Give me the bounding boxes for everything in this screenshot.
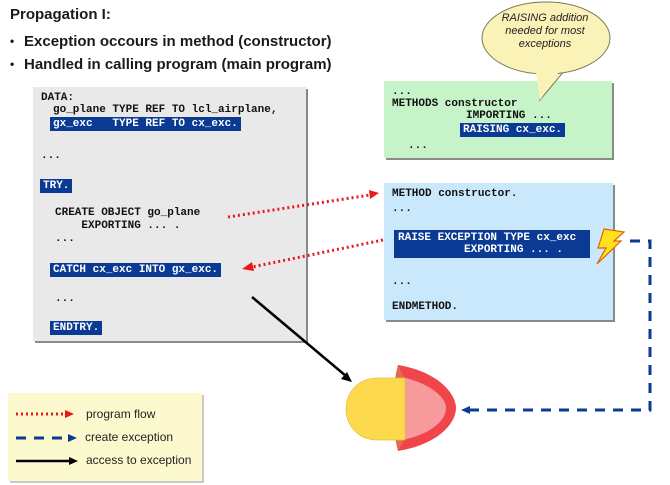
code-line-ellipsis: ... xyxy=(392,203,412,215)
bullet-text: Exception occours in method (constructor… xyxy=(24,33,332,50)
program-flow-arrow-call xyxy=(227,190,379,219)
code-line-ellipsis: ... xyxy=(55,293,75,305)
bullet-item: • Handled in calling program (main progra… xyxy=(8,53,332,76)
code-line-raise-exception: RAISE EXCEPTION TYPE cx_exc xyxy=(398,232,577,244)
callout-bubble xyxy=(481,1,611,102)
exception-object-icon xyxy=(345,365,456,451)
legend-label-program-flow: program flow xyxy=(86,407,156,421)
legend-access-exception-symbol xyxy=(16,457,78,465)
legend-symbols xyxy=(16,410,78,465)
code-line-try: TRY. xyxy=(40,179,73,193)
code-line-catch: CATCH cx_exc INTO gx_exc. xyxy=(50,263,222,277)
method-definition-code-box: ... METHODS constructor IMPORTING ... RA… xyxy=(384,81,612,158)
bullet-icon: • xyxy=(10,57,15,71)
code-line-create-object: CREATE OBJECT go_plane xyxy=(55,207,201,219)
callout-text: RAISING addition needed for most excepti… xyxy=(480,12,610,51)
legend-label-access-exception: access to exception xyxy=(86,453,192,467)
bullet-item: • Exception occours in method (constructo… xyxy=(8,30,332,53)
code-line-ellipsis: ... xyxy=(55,233,75,245)
code-line-ellipsis: ... xyxy=(41,150,61,162)
legend: program flow create exception access to … xyxy=(8,393,202,481)
callout-line: RAISING addition xyxy=(501,12,589,24)
code-line-gx-exc: gx_exc TYPE REF TO cx_exc. xyxy=(50,117,241,131)
code-line-ellipsis: ... xyxy=(408,140,428,152)
code-line-endtry: ENDTRY. xyxy=(50,321,103,335)
legend-create-exception-symbol xyxy=(16,434,77,442)
code-line-raise-exporting: EXPORTING ... . xyxy=(398,244,564,256)
create-exception-arrow xyxy=(461,239,652,414)
bullet-text: Handled in calling program (main program… xyxy=(24,56,332,73)
code-line-method: METHOD constructor. xyxy=(392,188,518,200)
code-line-endmethod: ENDMETHOD. xyxy=(392,301,459,313)
code-line-raising: RAISING cx_exc. xyxy=(460,123,566,137)
raise-exception-highlight xyxy=(394,230,590,258)
bullet-list: • Exception occours in method (constructo… xyxy=(8,30,332,76)
code-line-go-plane: go_plane TYPE REF TO lcl_airplane, xyxy=(53,104,278,116)
access-exception-arrow xyxy=(251,296,352,382)
legend-label-create-exception: create exception xyxy=(85,430,174,444)
slide-title: Propagation I: xyxy=(10,6,111,23)
code-line-ellipsis: ... xyxy=(392,86,412,98)
code-line-importing: IMPORTING ... xyxy=(466,110,552,122)
code-line-ellipsis: ... xyxy=(392,276,412,288)
code-line-exporting: EXPORTING ... . xyxy=(55,220,181,232)
program-flow-arrow-return xyxy=(242,238,384,271)
main-program-code-box: DATA: go_plane TYPE REF TO lcl_airplane,… xyxy=(33,87,306,341)
callout-line: exceptions xyxy=(518,38,572,50)
bullet-icon: • xyxy=(10,34,15,48)
code-line-methods: METHODS constructor xyxy=(392,98,518,110)
callout-line: needed for most xyxy=(505,25,585,37)
lightning-icon xyxy=(596,228,626,265)
legend-program-flow-symbol xyxy=(16,410,74,418)
method-implementation-code-box: METHOD constructor. ... RAISE EXCEPTION … xyxy=(384,183,613,320)
code-line-data: DATA: xyxy=(41,92,75,104)
